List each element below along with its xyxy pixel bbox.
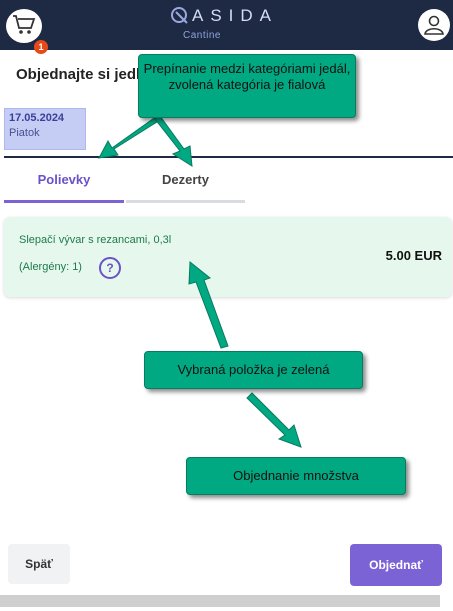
day-value: Piatok: [9, 127, 40, 139]
arrow-to-item: [188, 260, 229, 349]
profile-button[interactable]: [418, 9, 450, 41]
order-button[interactable]: Objednať: [350, 544, 442, 586]
arrow-to-quantity: [246, 392, 302, 448]
horizontal-scrollbar[interactable]: [0, 595, 440, 607]
back-button[interactable]: Späť: [8, 544, 70, 584]
arrow-to-dezerty-tab: [154, 115, 193, 167]
arrow-to-polievky-tab: [98, 115, 161, 159]
tooltip-order-quantity: Objednanie množstva: [186, 457, 406, 495]
brand-subtitle: Cantine: [183, 30, 221, 41]
cart-count-badge: 1: [34, 40, 48, 54]
tab-dezerty[interactable]: Dezerty: [126, 160, 245, 203]
divider: [4, 156, 453, 158]
qasida-logo-icon: [171, 7, 188, 24]
menu-item-card[interactable]: Slepačí vývar s rezancami, 0,3l (Alergén…: [4, 217, 452, 297]
page-title: Objednajte si jedl: [16, 66, 141, 83]
date-value: 17.05.2024: [9, 112, 65, 124]
brand-name: ASIDA: [192, 6, 279, 25]
user-icon: [424, 15, 444, 35]
app-header: 1 ASIDA Cantine: [0, 0, 453, 54]
item-allergens: (Alergény: 1): [19, 261, 82, 273]
date-selector[interactable]: 17.05.2024 Piatok: [4, 108, 86, 150]
tooltip-selected-item: Vybraná položka je zelená: [144, 351, 363, 389]
tab-polievky[interactable]: Polievky: [4, 160, 124, 203]
tooltip-category-switch: Prepínanie medzi kategóriami jedál, zvol…: [138, 54, 356, 118]
cart-icon: [13, 15, 36, 34]
item-name: Slepačí vývar s rezancami, 0,3l: [19, 234, 172, 246]
item-price: 5.00 EUR: [385, 248, 442, 263]
cart-button[interactable]: 1: [6, 9, 48, 54]
brand-logo: ASIDA Cantine: [170, 6, 290, 46]
help-icon[interactable]: ?: [99, 257, 121, 279]
